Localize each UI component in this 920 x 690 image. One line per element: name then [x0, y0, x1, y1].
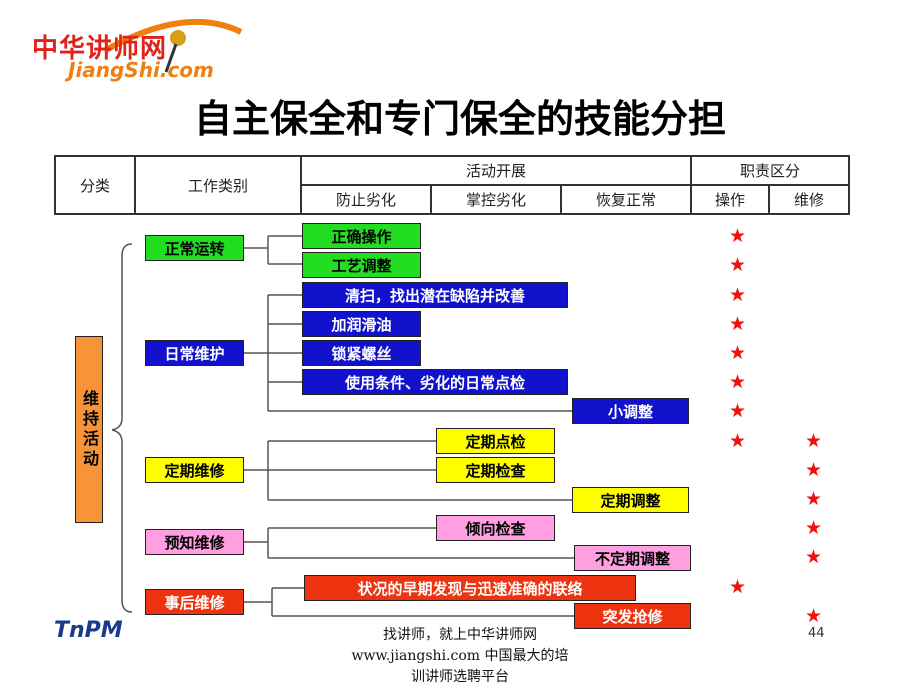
- task-daily-check: 使用条件、劣化的日常点检: [302, 369, 568, 395]
- maintenance-activity-label: 维持活动: [75, 336, 103, 523]
- task-lubrication: 加润滑油: [302, 311, 421, 337]
- task-irregular-adjust: 不定期调整: [574, 545, 691, 571]
- header-control: 掌控劣化: [430, 184, 562, 215]
- star-icon: ★: [729, 371, 747, 393]
- star-icon: ★: [805, 488, 823, 510]
- task-tighten-screws: 锁紧螺丝: [302, 340, 421, 366]
- star-icon: ★: [729, 430, 747, 452]
- header-restore: 恢复正常: [560, 184, 692, 215]
- star-icon: ★: [805, 430, 823, 452]
- task-trend-check: 倾向检查: [436, 515, 555, 541]
- page-number: 44: [808, 626, 825, 641]
- group-periodic-maint: 定期维修: [145, 457, 244, 483]
- page-title: 自主保全和专门保全的技能分担: [193, 97, 726, 141]
- header-category: 分类: [54, 155, 136, 215]
- header-prevent: 防止劣化: [300, 184, 432, 215]
- task-periodic-inspect: 定期检查: [436, 457, 555, 483]
- corner-logo: TnPM: [54, 618, 123, 643]
- header-operate: 操作: [690, 184, 770, 215]
- logo-chinese-text: 中华讲师网: [32, 34, 168, 64]
- logo-swoosh-icon: [104, 18, 243, 73]
- star-icon: ★: [729, 254, 747, 276]
- task-process-adjust: 工艺调整: [302, 252, 421, 278]
- star-icon: ★: [729, 342, 747, 364]
- task-minor-adjust: 小调整: [572, 398, 689, 424]
- star-icon: ★: [729, 225, 747, 247]
- star-icon: ★: [805, 546, 823, 568]
- header-table: 分类 工作类别 活动开展 职责区分 防止劣化 掌控劣化 恢复正常 操作 维修: [54, 155, 850, 215]
- header-maintain: 维修: [768, 184, 850, 215]
- star-icon: ★: [805, 459, 823, 481]
- task-periodic-check: 定期点检: [436, 428, 555, 454]
- task-emergency-repair: 突发抢修: [574, 603, 691, 629]
- task-periodic-adjust: 定期调整: [572, 487, 689, 513]
- task-correct-operation: 正确操作: [302, 223, 421, 249]
- star-icon: ★: [805, 605, 823, 627]
- footer-line-2: www.jiangshi.com 中国最大的培: [351, 648, 569, 664]
- maintenance-activity-text: 维持活动: [80, 389, 99, 470]
- task-cleaning: 清扫，找出潜在缺陷并改善: [302, 282, 568, 308]
- logo-english-text: JiangShi.com: [68, 58, 214, 82]
- header-work-type: 工作类别: [134, 155, 302, 215]
- header-activity: 活动开展: [300, 155, 692, 186]
- header-duty: 职责区分: [690, 155, 850, 186]
- star-icon: ★: [729, 313, 747, 335]
- group-normal-run: 正常运转: [145, 235, 244, 261]
- group-post-maint: 事后维修: [145, 589, 244, 615]
- footer-text: 找讲师，就上中华讲师网 www.jiangshi.com 中国最大的培 训讲师选…: [300, 625, 620, 688]
- star-icon: ★: [805, 517, 823, 539]
- group-predictive-maint: 预知维修: [145, 529, 244, 555]
- star-icon: ★: [729, 284, 747, 306]
- footer-line-1: 找讲师，就上中华讲师网: [383, 627, 537, 643]
- group-daily-maint: 日常维护: [145, 340, 244, 366]
- footer-line-3: 训讲师选聘平台: [411, 669, 509, 685]
- star-icon: ★: [729, 576, 747, 598]
- star-icon: ★: [729, 400, 747, 422]
- task-early-detection: 状况的早期发现与迅速准确的联络: [304, 575, 636, 601]
